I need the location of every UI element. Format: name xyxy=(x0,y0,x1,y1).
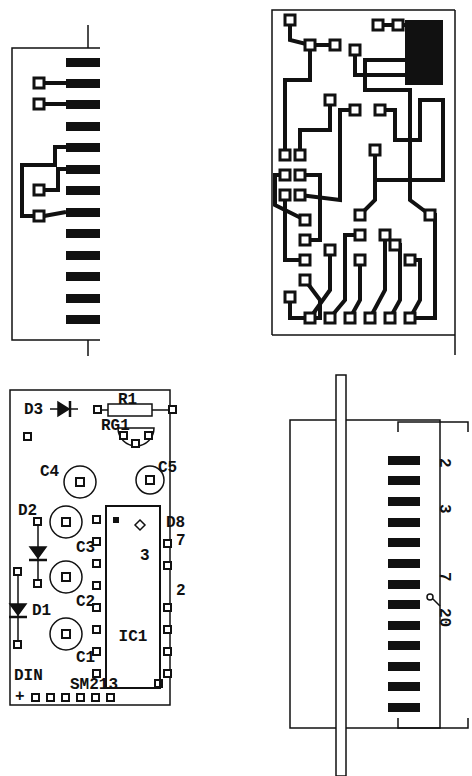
part-label: R1 xyxy=(118,392,137,408)
copper-trace xyxy=(275,20,443,318)
part-label: C5 xyxy=(158,460,177,476)
part-label: + xyxy=(15,689,25,705)
part-label: 2 xyxy=(176,583,186,599)
pin-marker xyxy=(427,594,433,600)
solder-pad xyxy=(34,78,44,221)
part-label: D8 xyxy=(166,515,185,531)
connector-shell xyxy=(336,375,346,776)
connector-pins xyxy=(388,456,420,712)
part-label: DIN xyxy=(14,668,43,684)
leader-line xyxy=(433,599,440,606)
copper-trace xyxy=(22,83,66,216)
part-label: C1 xyxy=(76,650,95,666)
pin1-mark xyxy=(135,520,145,530)
solder-pad xyxy=(280,15,435,323)
part-label: D2 xyxy=(18,503,37,519)
pin-number: 7 xyxy=(436,572,452,582)
pin-number: 2 xyxy=(436,458,452,468)
pin-number: 3 xyxy=(436,504,452,514)
part-label: D1 xyxy=(32,603,51,619)
part-label: 3 xyxy=(140,548,150,564)
part-label: C2 xyxy=(76,594,95,610)
copper-area xyxy=(405,20,443,85)
ic-outline: IC1 xyxy=(105,505,161,689)
part-label: D3 xyxy=(24,402,43,418)
part-label: C3 xyxy=(76,540,95,556)
part-label: SM213 xyxy=(70,677,118,693)
panel-outline xyxy=(10,10,468,728)
part-name: IC1 xyxy=(119,629,148,645)
part-label: 7 xyxy=(176,533,186,549)
edge-pads xyxy=(66,58,100,324)
pin-number: 20 xyxy=(436,608,452,627)
component-outline xyxy=(9,401,172,650)
pin1-mark xyxy=(113,517,119,523)
part-label: C4 xyxy=(40,464,59,480)
solder-pad xyxy=(14,406,176,701)
part-label: RG1 xyxy=(101,418,130,434)
